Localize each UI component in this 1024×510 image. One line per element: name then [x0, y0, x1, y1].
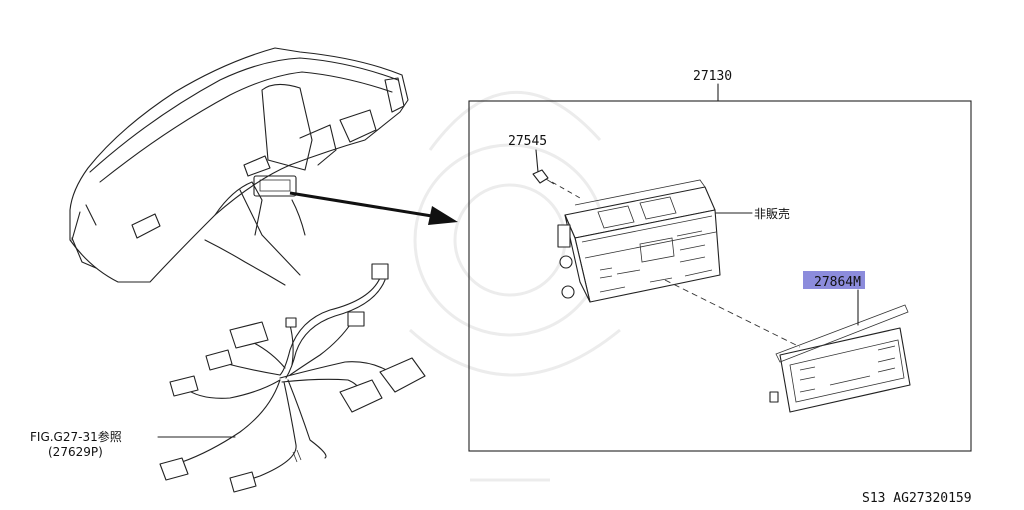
diagram-code: S13 AG27320159: [862, 491, 972, 506]
connector-upper-right: [347, 311, 365, 327]
connector-large-right: [379, 357, 426, 393]
connector-right-lower: [339, 379, 383, 413]
panel-part-number: 27864M: [814, 275, 861, 290]
dashboard-illustration: [69, 47, 409, 286]
harness-ref-subnumber: (27629P): [48, 445, 103, 459]
connector-large-left: [229, 321, 269, 349]
wiring-harness: [159, 263, 426, 493]
connector-mid-left: [205, 349, 233, 371]
harness-ref-label: FIG.G27-31参照: [30, 429, 122, 444]
panel-dashed-leader: [664, 279, 801, 348]
screw-part: [532, 149, 581, 199]
unit-note: 非販売: [754, 206, 790, 221]
connector-far-left: [169, 375, 199, 397]
control-unit: [557, 179, 721, 303]
connector-small: [285, 317, 297, 328]
connector-top: [371, 263, 389, 280]
panel-part-number-highlight: [803, 271, 865, 289]
assembly-part-number: 27130: [693, 69, 732, 84]
screw-part-number: 27545: [508, 134, 547, 149]
location-arrow: [289, 191, 458, 225]
assembly-detail-box: [468, 100, 972, 452]
connector-bottom: [229, 471, 257, 493]
connector-bottom-left: [159, 457, 189, 481]
control-panel-face: [769, 304, 911, 413]
